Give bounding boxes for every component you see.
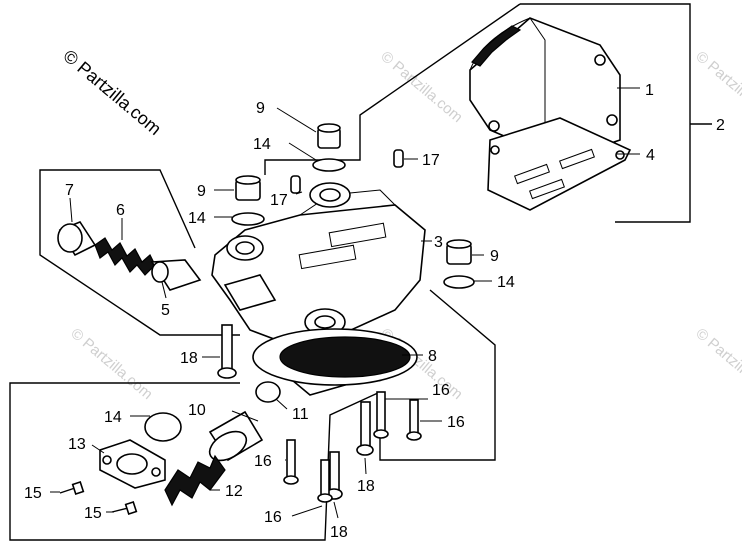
part-4-gasket-plate [487,117,632,211]
part-16-bolt-c [283,439,299,485]
part-17-pin-a [393,149,404,168]
callout-7: 7 [65,182,74,199]
callout-16-left: 16 [254,453,272,470]
part-6-spring [94,237,156,276]
part-15-bolts [59,481,138,515]
part-10-piston [208,410,264,462]
callout-2: 2 [716,117,725,134]
callout-16-right: 16 [447,414,465,431]
part-14-o-ring-lower [144,412,182,442]
callout-10: 10 [188,402,206,419]
part-15-bolt-a [59,481,85,495]
callout-9-right: 9 [490,248,499,265]
callout-5: 5 [161,302,170,319]
part-13-outlet-cover [99,439,166,489]
callout-6: 6 [116,202,125,219]
callout-9-left: 9 [197,183,206,200]
part-17-dowel-pins [290,149,404,194]
part-7-plug [57,221,97,257]
part-16-bolts [283,391,422,503]
callout-labels: 1 2 3 4 5 6 7 8 9 9 9 10 11 12 13 14 14 … [24,82,725,541]
part-16-bolt-a [373,391,389,439]
bracket-relief-valve [39,169,240,336]
part-9-collar-right [446,239,472,265]
watermark-faint-3: © Partzilla.com [67,325,155,403]
part-14-o-ring-right [443,275,475,289]
part-18-bolt-top [217,324,237,379]
callout-3: 3 [434,234,443,251]
bracket-part-2 [520,3,691,223]
watermark-faint-5: © Partzilla.com [692,325,742,403]
part-17-pin-b [290,175,301,194]
callout-14-right: 14 [497,274,515,291]
callout-4: 4 [646,147,655,164]
part-12-spring [164,454,226,507]
group-bracket-lines [9,3,712,541]
leader-lines [50,87,640,519]
callout-11: 11 [292,406,309,423]
part-18-bolts [217,324,374,500]
callout-15-a: 15 [24,485,42,502]
callout-9-top: 9 [256,100,265,117]
callout-16-bottom: 16 [264,509,282,526]
callout-15-b: 15 [84,505,102,522]
callout-18-mid: 18 [357,478,375,495]
callout-14-top: 14 [253,136,271,153]
part-9-collars [235,123,472,265]
callout-13: 13 [68,436,86,453]
part-14-o-ring-top [312,158,346,172]
part-1-pump-cover [469,17,621,161]
callout-14-left: 14 [188,210,206,227]
part-11-pin [255,381,281,403]
callout-8: 8 [428,348,437,365]
bracket-lower [9,382,381,541]
part-18-bolt-mid [356,401,374,456]
part-5-valve [150,259,202,291]
part-16-bolt-d [317,459,333,503]
callout-16-top: 16 [432,382,450,399]
callout-17-right: 17 [422,152,440,169]
bracket-upper-left [264,3,521,175]
callout-18-left: 18 [180,350,198,367]
part-16-bolt-b [406,399,422,441]
part-14-o-rings [144,158,475,442]
watermark-faint-1: © Partzilla.com [377,48,465,126]
watermark-faint-2: © Partzilla.com [692,48,742,126]
callout-1: 1 [645,82,654,99]
callout-12: 12 [225,483,243,500]
part-14-o-ring-left [231,212,265,226]
part-8-gasket [252,328,418,386]
watermark-main: © Partzilla.com [59,46,165,139]
part-9-collar-top [317,123,341,149]
part-15-bolt-b [111,501,138,515]
callout-17-left: 17 [270,192,288,209]
callout-14-lower: 14 [104,409,122,426]
callout-18-bottom: 18 [330,524,348,541]
part-9-collar-left [235,175,261,201]
